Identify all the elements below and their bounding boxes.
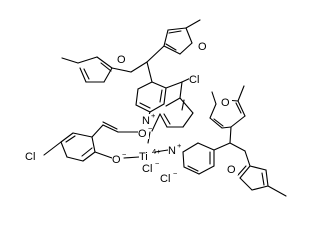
atom-cl-ion-1-charge: − [155, 159, 160, 168]
atom-o-upper: O [138, 128, 147, 140]
furan-ring-4 [237, 150, 269, 191]
atom-cl-left: Cl [25, 151, 35, 163]
atom-o-lower: O [112, 154, 121, 166]
atom-n-upper: N [142, 115, 150, 127]
atom-o-furan-2: O [198, 41, 207, 53]
atom-n-lower-charge: + [177, 141, 182, 150]
aryl-ring-central [159, 75, 196, 128]
atom-n-upper-charge: + [151, 111, 156, 120]
atom-ti: Ti [139, 151, 148, 163]
atom-o-furan-4: O [227, 164, 236, 176]
atom-o-upper-charge: − [148, 124, 153, 133]
molecule-drawing: O O Cl O N + Cl O − N + Ti 4+ O − Cl − C… [25, 19, 287, 197]
atom-n-lower: N [168, 145, 176, 157]
structure-diagram: O O Cl O N + Cl O − N + Ti 4+ O − Cl − C… [25, 19, 287, 197]
atom-cl-ion-2: Cl [160, 173, 170, 185]
aryl-ring-upper [135, 81, 167, 113]
aryl-ring-left [60, 124, 104, 162]
aryl-ring-lower [182, 142, 215, 175]
atom-o-lower-charge: − [122, 150, 127, 159]
atom-labels: O O Cl O N + Cl O − N + Ti 4+ O − Cl − C… [25, 40, 238, 185]
atom-cl-top: Cl [189, 74, 199, 86]
atom-ti-charge: 4+ [152, 147, 161, 156]
furan-ring-1 [77, 56, 113, 83]
atom-o-furan-3: O [221, 97, 230, 109]
furan-ring-2 [163, 27, 193, 55]
atom-cl-ion-1: Cl [142, 163, 152, 175]
atom-cl-ion-2-charge: − [173, 169, 178, 178]
atom-o-furan-1: O [117, 54, 126, 66]
